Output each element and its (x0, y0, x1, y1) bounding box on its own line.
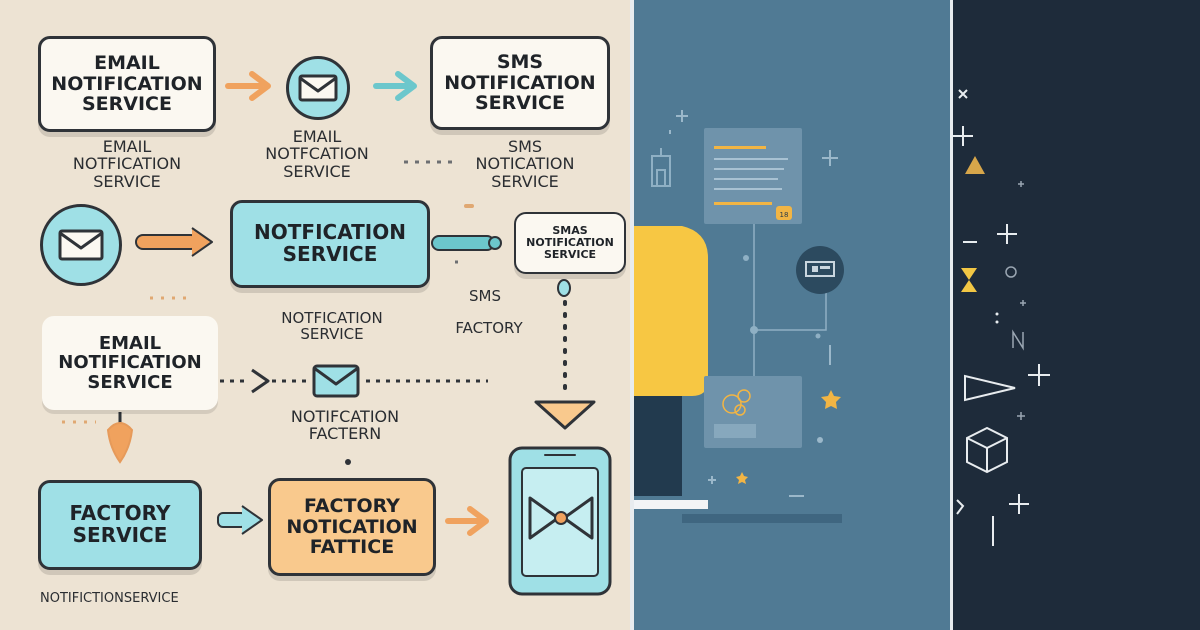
panel-divider (950, 0, 953, 630)
illustration-graphic: 18 (634, 110, 844, 523)
email-notification-service-box-mid: EMAIL NOTIFICATION SERVICE (42, 316, 218, 410)
svg-text:18: 18 (780, 211, 789, 219)
envelope-icon (312, 364, 360, 398)
email-notification-center-label: EMAIL NOTFCATION SERVICE (265, 127, 369, 181)
box-label: EMAIL NOTIFICATION SERVICE (51, 52, 203, 116)
illustration-panel: 18 (634, 0, 950, 630)
arrow-right-icon (373, 71, 417, 101)
geometric-pattern (953, 89, 1050, 546)
box-label: SMS NOTIFICATION SERVICE (444, 51, 596, 115)
plus-sparkle-icon (1009, 494, 1029, 514)
envelope-icon (40, 204, 122, 286)
notification-service-caption: NOTIFICTIONSERVICE (40, 591, 179, 606)
star-icon (821, 390, 841, 409)
sms-notification-label: SMS NOTICATION SERVICE (475, 137, 575, 191)
envelope-icon (286, 56, 350, 120)
document-card-icon: 18 (704, 128, 802, 224)
triangle-outline-icon (964, 374, 1016, 402)
arrow-right-icon (225, 71, 271, 101)
factory-label: FACTORY (455, 319, 523, 337)
arrow-right-icon (217, 505, 263, 535)
tablet-icon (508, 446, 612, 596)
box-label: FACTORY SERVICE (69, 501, 171, 547)
smas-notification-service-box: SMAS NOTIFICATION SERVICE (514, 212, 626, 274)
notification-service-label: NOTFICATION SERVICE (281, 309, 383, 344)
panel-divider (630, 0, 634, 630)
arrow-right-icon (445, 506, 489, 536)
plus-sparkle-icon (1028, 364, 1050, 386)
triangle-icon (965, 156, 985, 174)
factory-notification-box: FACTORY NOTICATION FATTICE (268, 478, 436, 576)
box-label: FACTORY NOTICATION FATTICE (286, 495, 418, 559)
box-label: EMAIL NOTIFICATION SERVICE (58, 332, 202, 393)
notification-factern-label: NOTIFCATION FACTERN (290, 407, 400, 444)
diagram-panel: EMAIL NOTIFICATION SERVICE SMS NOTIFICAT… (0, 0, 630, 630)
plus-sparkle-icon (953, 126, 973, 146)
arrow-right-icon (135, 227, 213, 257)
notification-service-box: NOTFICATION SERVICE (230, 200, 430, 288)
star-icon (736, 472, 748, 484)
bowtie-icon (528, 496, 594, 540)
arrow-right-icon (431, 235, 502, 251)
connector-node (106, 422, 134, 464)
sms-notification-service-box: SMS NOTIFICATION SERVICE (430, 36, 610, 130)
down-triangle-icon (534, 400, 596, 430)
settings-circle-icon (796, 246, 844, 294)
plus-sparkle-icon (997, 224, 1017, 244)
email-notification-service-box: EMAIL NOTIFICATION SERVICE (38, 36, 216, 132)
dark-pattern-panel (953, 0, 1200, 630)
factory-service-box: FACTORY SERVICE (38, 480, 202, 570)
box-label: NOTFICATION SERVICE (254, 220, 406, 266)
cube-outline-icon (966, 426, 1008, 474)
yellow-shape (634, 226, 708, 396)
sms-label: SMS (469, 287, 501, 305)
hourglass-icon (961, 268, 977, 292)
email-notification-label: EMAIL NOTFICATION SERVICE (72, 137, 182, 191)
box-label: SMAS NOTIFICATION SERVICE (526, 224, 614, 261)
